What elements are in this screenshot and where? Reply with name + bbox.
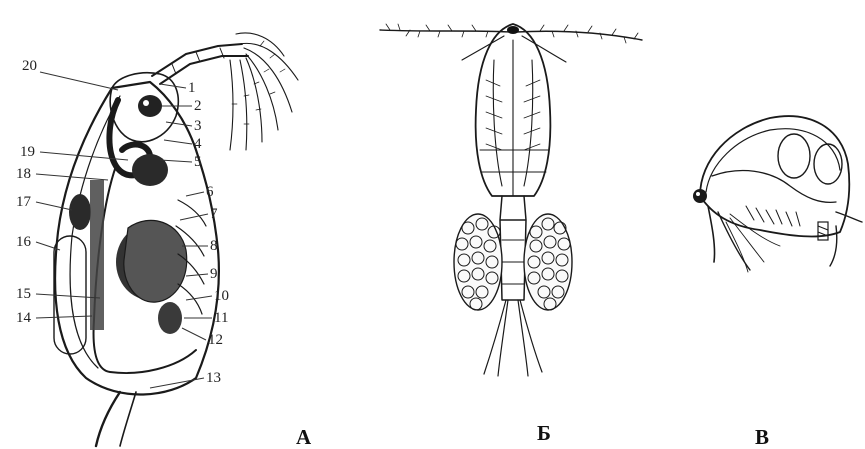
callout-20: 20: [22, 58, 37, 74]
callout-12: 12: [208, 332, 223, 348]
callout-14: 14: [16, 310, 32, 326]
callout-7: 7: [210, 206, 218, 222]
panel-a-daphnia-drawing: [54, 33, 298, 446]
callout-5: 5: [194, 154, 202, 170]
panel-b-copepod-drawing: [380, 24, 642, 376]
callout-6: 6: [206, 184, 214, 200]
panel-c-cladoceran-drawing: [693, 116, 862, 272]
panel-b-egg-sac-right: [524, 214, 572, 310]
callout-2: 2: [194, 98, 202, 114]
callout-11: 11: [214, 310, 228, 326]
callout-9: 9: [210, 266, 218, 282]
panel-a-callouts: 1 2 3 4 5 6 7 8 9 10 11 12 13 14 15 16 1…: [16, 58, 229, 386]
callout-18: 18: [16, 166, 31, 182]
panel-b-label: Б: [537, 421, 551, 445]
panel-c-label: В: [755, 425, 769, 449]
callout-10: 10: [214, 288, 229, 304]
callout-13: 13: [206, 370, 221, 386]
callout-4: 4: [194, 136, 202, 152]
panel-a-label: А: [296, 425, 312, 449]
callout-17: 17: [16, 194, 32, 210]
panel-b-egg-sac-left: [454, 214, 502, 310]
callout-15: 15: [16, 286, 31, 302]
callout-16: 16: [16, 234, 32, 250]
callout-8: 8: [210, 238, 218, 254]
callout-3: 3: [194, 118, 202, 134]
callout-1: 1: [188, 80, 196, 96]
callout-19: 19: [20, 144, 35, 160]
